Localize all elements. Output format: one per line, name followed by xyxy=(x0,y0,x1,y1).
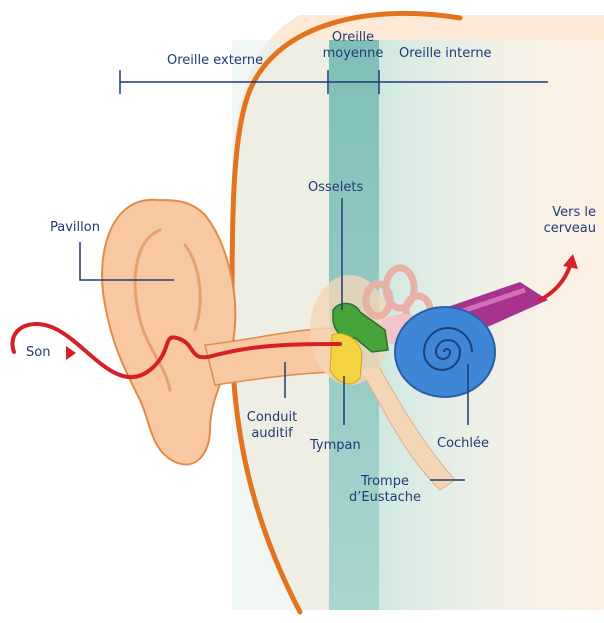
to-brain-label: Vers le cerveau xyxy=(526,205,596,237)
eustachian-label-line1: Trompe xyxy=(349,474,421,490)
sound-label: Son xyxy=(26,345,50,361)
to-brain-label-line1: Vers le xyxy=(526,205,596,221)
cochlea-label: Cochlée xyxy=(437,436,489,452)
ear-canal-label: Conduit auditif xyxy=(247,410,297,442)
ossicles-label: Osselets xyxy=(308,180,363,196)
eustachian-tube-label: Trompe d’Eustache xyxy=(349,474,421,506)
middle-ear-label: Oreille moyenne xyxy=(323,30,384,62)
pinna-label: Pavillon xyxy=(50,220,100,236)
inner-ear-label: Oreille interne xyxy=(399,46,492,62)
pinna-shape xyxy=(102,200,235,465)
outer-ear-label: Oreille externe xyxy=(167,53,263,69)
ear-canal-label-line1: Conduit xyxy=(247,410,297,426)
eustachian-label-line2: d’Eustache xyxy=(349,490,421,506)
middle-ear-label-line2: moyenne xyxy=(323,46,384,62)
ear-canal-label-line2: auditif xyxy=(247,426,297,442)
sound-arrow-icon xyxy=(66,346,76,360)
eardrum-label: Tympan xyxy=(310,438,361,454)
to-brain-label-line2: cerveau xyxy=(526,221,596,237)
middle-ear-label-line1: Oreille xyxy=(323,30,384,46)
